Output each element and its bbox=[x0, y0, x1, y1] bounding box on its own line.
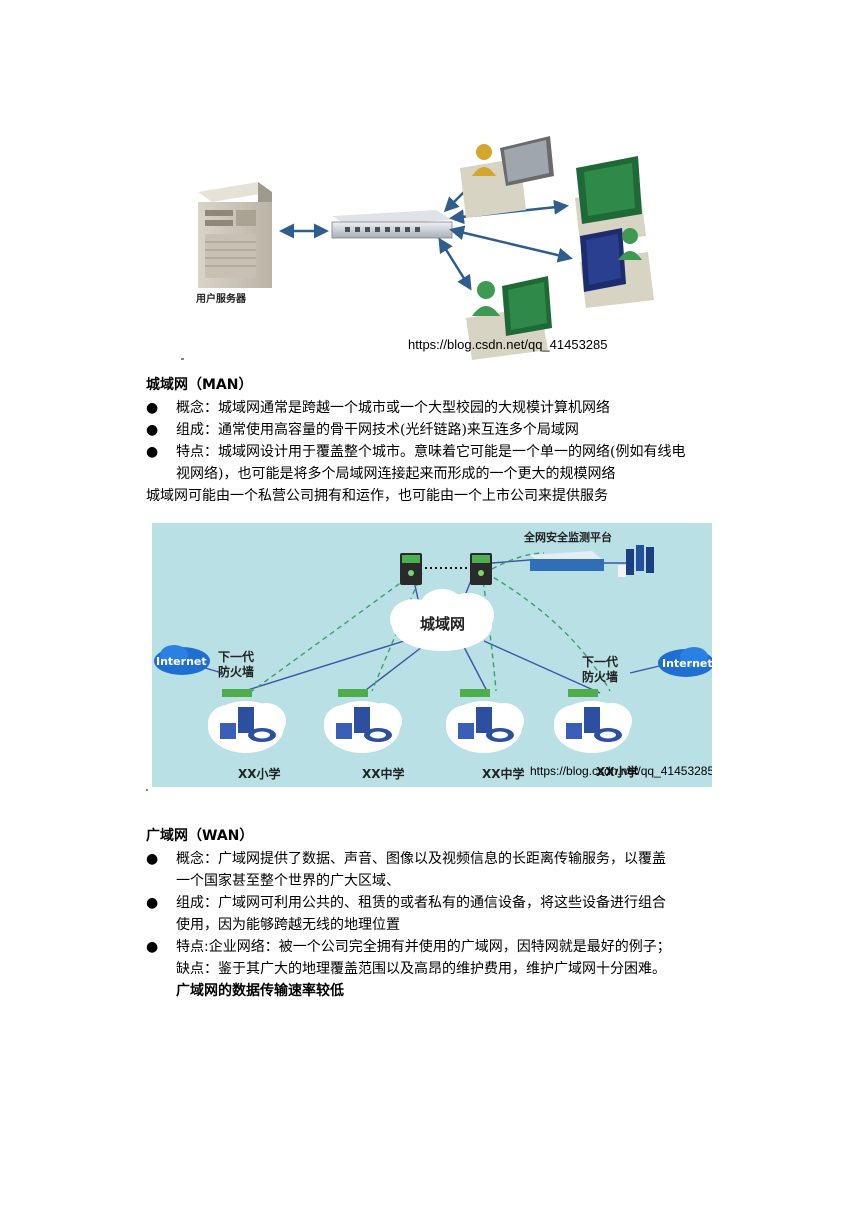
bullet-dot: ● bbox=[146, 400, 159, 416]
school-label-2: XX中学 bbox=[362, 766, 405, 781]
wan-bullet-2-line-2: 使用，因为能够跨越无线的地理位置 bbox=[176, 917, 400, 933]
firewall-left-label-2: 防火墙 bbox=[218, 664, 254, 679]
bullet-dot: ● bbox=[146, 939, 159, 955]
bullet-dot: ● bbox=[146, 444, 159, 460]
monitoring-platform-icon bbox=[530, 545, 654, 577]
workstation-icon bbox=[580, 228, 654, 308]
server-label: 用户服务器 bbox=[195, 292, 247, 305]
list-item: ● 概念：广域网提供了数据、声音、图像以及视频信息的长距离传输服务，以覆盖 一个… bbox=[146, 848, 746, 892]
wan-bullet-1-line-2: 一个国家甚至整个世界的广大区域、 bbox=[176, 873, 400, 889]
internet-cloud-icon bbox=[658, 647, 714, 677]
list-item: ● 特点:企业网络：被一个公司完全拥有并使用的广域网，因特网就是最好的例子； 缺… bbox=[146, 936, 746, 1002]
man-bullet-list: ● 概念：城域网通常是跨越一个城市或一个大型校园的大规模计算机网络 ● 组成：通… bbox=[146, 397, 746, 485]
workstation-icon bbox=[460, 136, 554, 218]
firewall-left-label-1: 下一代 bbox=[218, 649, 254, 664]
workstation-icon bbox=[466, 276, 552, 360]
man-diagram-illustration: 全网安全监测平台 城域网 Internet Internet 下一代 防火墙 下… bbox=[154, 530, 714, 781]
man-heading: 城域网（MAN） bbox=[146, 377, 253, 393]
wan-bullet-3-line-2: 缺点：鉴于其广大的地理覆盖范围以及高昂的维护费用，维护广域网十分困难。 bbox=[176, 961, 666, 977]
campus-icon bbox=[446, 689, 524, 753]
campus-icon bbox=[324, 689, 402, 753]
school-label-3: XX中学 bbox=[482, 766, 525, 781]
wan-heading: 广域网（WAN） bbox=[146, 828, 254, 844]
figure-network-topology: 用户服务器 bbox=[170, 118, 670, 363]
campus-icon bbox=[554, 689, 632, 753]
school-label-1: XX小学 bbox=[238, 766, 281, 781]
firewall-right-label-2: 防火墙 bbox=[582, 669, 618, 684]
bullet-dot: ● bbox=[146, 851, 159, 867]
firewall-device-icon bbox=[470, 553, 492, 585]
list-item: ● 组成：广域网可利用公共的、租赁的或者私有的通信设备，将这些设备进行组合 使用… bbox=[146, 892, 746, 936]
list-item: ● 特点：城域网设计用于覆盖整个城市。意味着它可能是一个单一的网络(例如有线电 … bbox=[146, 441, 746, 485]
internet-cloud-icon bbox=[154, 645, 210, 675]
school-label-4: XX小学 bbox=[596, 764, 639, 779]
internet-right-label: Internet bbox=[662, 657, 712, 670]
cloud-label: 城域网 bbox=[420, 615, 465, 633]
man-bullet-1-line-1: 概念：城域网通常是跨越一个城市或一个大型校园的大规模计算机网络 bbox=[176, 400, 610, 416]
man-bullet-3-line-1: 特点：城域网设计用于覆盖整个城市。意味着它可能是一个单一的网络(例如有线电 bbox=[176, 444, 686, 460]
man-bullet-3-line-2: 视网络)，也可能是将多个局域网连接起来而形成的一个更大的规模网络 bbox=[176, 466, 616, 482]
watermark: https://blog.csdn.net/qq_41453285 bbox=[408, 337, 608, 352]
switch-icon bbox=[331, 210, 453, 239]
caption-mark bbox=[181, 358, 184, 360]
platform-label: 全网安全监测平台 bbox=[523, 530, 612, 544]
bullet-dot: ● bbox=[146, 422, 159, 438]
wan-emphasis: 广域网的数据传输速率较低 bbox=[176, 983, 344, 999]
caption-mark bbox=[146, 789, 148, 791]
list-item: ● 组成：通常使用高容量的骨干网技术(光纤链路)来互连多个局域网 bbox=[146, 419, 746, 441]
wan-bullet-3-line-1: 特点:企业网络：被一个公司完全拥有并使用的广域网，因特网就是最好的例子； bbox=[176, 939, 671, 955]
cloud-icon bbox=[390, 589, 494, 651]
bullet-dot: ● bbox=[146, 895, 159, 911]
wan-bullet-1-line-1: 概念：广域网提供了数据、声音、图像以及视频信息的长距离传输服务，以覆盖 bbox=[176, 851, 666, 867]
server-icon bbox=[198, 182, 272, 288]
campus-icon bbox=[208, 689, 286, 753]
wan-bullet-list: ● 概念：广域网提供了数据、声音、图像以及视频信息的长距离传输服务，以覆盖 一个… bbox=[146, 848, 746, 1002]
topology-illustration: 用户服务器 bbox=[195, 136, 654, 360]
internet-left-label: Internet bbox=[156, 655, 207, 668]
watermark: https://blog.csdn.net/qq_41453285 bbox=[530, 764, 712, 778]
man-bullet-2-line-1: 组成：通常使用高容量的骨干网技术(光纤链路)来互连多个局域网 bbox=[176, 422, 579, 438]
firewall-right-label-1: 下一代 bbox=[582, 654, 618, 669]
wan-bullet-2-line-1: 组成：广域网可利用公共的、租赁的或者私有的通信设备，将这些设备进行组合 bbox=[176, 895, 666, 911]
firewall-device-icon bbox=[400, 553, 422, 585]
figure-man-diagram: 全网安全监测平台 城域网 Internet Internet 下一代 防火墙 下… bbox=[152, 523, 714, 787]
man-note: 城域网可能由一个私营公司拥有和运作，也可能由一个上市公司来提供服务 bbox=[146, 488, 608, 504]
list-item: ● 概念：城域网通常是跨越一个城市或一个大型校园的大规模计算机网络 bbox=[146, 397, 746, 419]
